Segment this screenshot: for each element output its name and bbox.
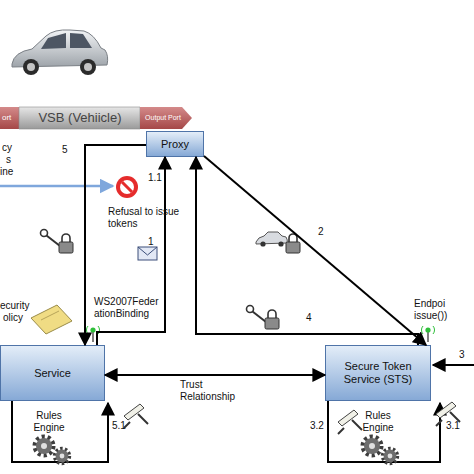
no-sign-inner (120, 180, 134, 194)
band-body (19, 107, 140, 129)
band-title: VSB (Vehiicle) (20, 111, 140, 124)
engine-caption: Rules Engine (357, 410, 399, 434)
antenna-symbol (86, 326, 99, 342)
car-window (70, 33, 92, 48)
cut-text: ine (0, 166, 13, 178)
output-port (140, 107, 192, 129)
policy-note (31, 305, 72, 334)
key-lock-symbol (41, 230, 74, 254)
small-wheel (260, 241, 265, 246)
rules-loop (328, 401, 440, 462)
envelope-symbol (138, 247, 157, 260)
vsb-band: ortVSB (Vehiicle)Output Port (0, 107, 192, 129)
scroll-symbol (124, 404, 148, 428)
car-wheel (23, 59, 39, 75)
step-number: 4 (306, 312, 312, 324)
binding-name: WS2007Feder ationBinding (94, 296, 160, 320)
sts-box: Secure Token Service (STS) (325, 345, 431, 401)
connector (204, 156, 426, 345)
step-number: 5 (62, 144, 68, 156)
car-lock-symbol (256, 232, 300, 253)
no-sign-bar (122, 182, 132, 192)
gear-symbol (35, 437, 53, 455)
refusal-arrow (0, 185, 113, 188)
car-hub (27, 63, 35, 71)
step-number: 1.1 (148, 172, 162, 184)
box-label: Secure Token Service (STS) (326, 360, 430, 386)
small-wheel (278, 241, 283, 246)
gear-symbol (55, 449, 69, 463)
proxy-box: Proxy (146, 131, 204, 157)
step-number: 5.1 (112, 420, 126, 432)
car-hub (84, 63, 92, 71)
gear-symbol (363, 437, 381, 455)
lock-body (286, 242, 300, 253)
connector (105, 374, 325, 376)
engine-caption: Rules Engine (28, 410, 70, 434)
cut-text: s (6, 154, 11, 166)
lock-shackle (289, 234, 297, 242)
port-label: ort (2, 114, 18, 122)
car-illustration (12, 30, 108, 75)
car-window (41, 33, 66, 49)
step-number: 3 (459, 349, 465, 361)
note-line (41, 311, 59, 320)
step-number: 1 (148, 236, 154, 248)
scroll-symbol (338, 410, 362, 434)
gear-symbol (383, 449, 397, 463)
car-wheel (80, 59, 96, 75)
cut-text: olicy (3, 312, 23, 324)
request-arrow (433, 364, 474, 366)
step-number: 2 (318, 226, 324, 238)
step-number: 3.1 (446, 420, 460, 432)
port-label: Output Port (142, 114, 184, 121)
envelope-body (138, 247, 157, 260)
endpoint-text: Endpoi issue()) (414, 298, 460, 322)
no-sign-disc (116, 176, 138, 198)
input-port (0, 107, 19, 129)
envelope-flap (138, 247, 157, 255)
step-number: 3.2 (310, 420, 324, 432)
note-text: Refusal to issue tokens (108, 206, 180, 230)
antenna-symbol (421, 326, 434, 342)
connector (196, 157, 418, 345)
no-sign-symbol (116, 176, 138, 198)
cut-text: cy (2, 142, 12, 154)
box-label: Service (34, 367, 71, 380)
box-label: Proxy (161, 138, 189, 151)
key-lock-symbol (247, 306, 280, 330)
cut-text: ecurity (0, 300, 29, 312)
edge-label: Trust Relationship (180, 379, 250, 403)
service-box: Service (0, 345, 105, 401)
